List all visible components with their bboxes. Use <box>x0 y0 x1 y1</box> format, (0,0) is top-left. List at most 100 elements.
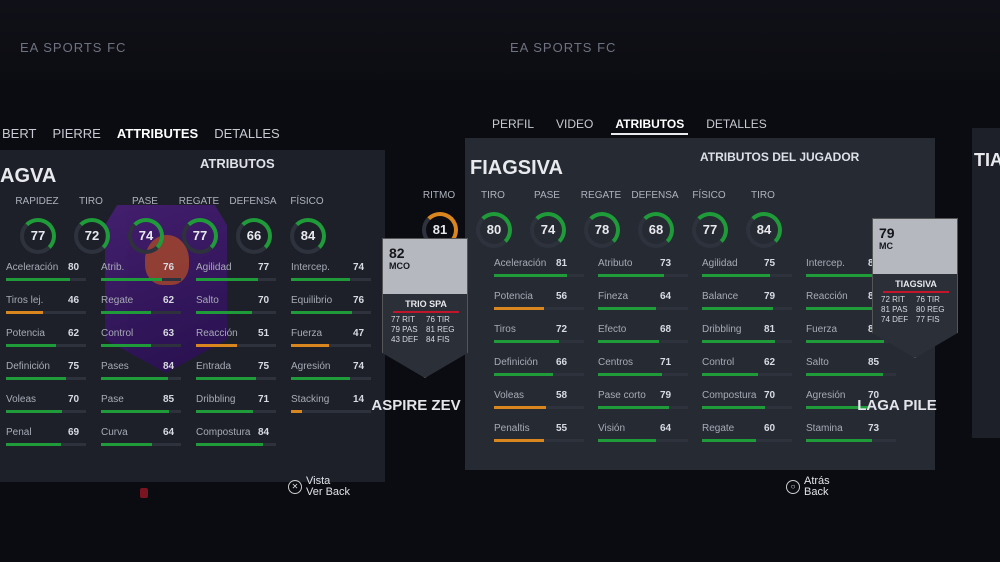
stat-value: 70 <box>68 394 80 405</box>
top-bar: EA SPORTS FC EA SPORTS FC <box>0 0 1000 80</box>
stat-bar <box>702 373 792 376</box>
stat-value: 64 <box>660 291 672 302</box>
stat-cell: Penaltis 55 <box>488 423 592 442</box>
card-title: ASPIRE ZEV <box>371 397 461 414</box>
stat-value: 74 <box>353 262 365 273</box>
stat-name: Definición <box>494 357 538 368</box>
hint-back[interactable]: ○ Atrás Back <box>786 476 830 498</box>
card-player-name: TRIO SPA <box>405 299 447 309</box>
tab-details[interactable]: DETALLES <box>214 126 280 141</box>
circle-button-icon: ○ <box>786 480 800 494</box>
stat-value: 73 <box>660 258 672 269</box>
stat-value: 79 <box>764 291 776 302</box>
stat-name: Regate <box>702 423 735 434</box>
tab-profile[interactable]: PERFIL <box>492 117 535 131</box>
card-mini-stat: 77 RIT <box>391 315 416 324</box>
stat-value: 77 <box>258 262 270 273</box>
stat-value: 68 <box>660 324 672 335</box>
stat-value: 55 <box>556 423 568 434</box>
gauge-ring <box>128 218 164 254</box>
stat-name: Penal <box>6 427 32 438</box>
player-name: AGVA <box>0 165 57 187</box>
stat-value: 72 <box>556 324 568 335</box>
gauge-label: REGATE <box>580 190 622 201</box>
stat-value: 63 <box>163 328 175 339</box>
stat-name: Salto <box>806 357 829 368</box>
hint-view[interactable]: ✕ Vista Ver Back <box>288 476 350 498</box>
stat-bar-fill <box>6 278 70 281</box>
stat-name: Regate <box>101 295 134 306</box>
stat-bar <box>6 377 86 380</box>
stat-value: 58 <box>556 390 568 401</box>
hint-sublabel: Back <box>804 486 829 498</box>
stat-bar-fill <box>806 406 869 409</box>
tab-video[interactable]: VIDEO <box>556 117 594 131</box>
stat-name: Voleas <box>6 394 37 405</box>
stat-bar <box>806 307 896 310</box>
stat-bar <box>494 307 584 310</box>
stat-bar-fill <box>291 311 352 314</box>
stat-name: Salto <box>196 295 219 306</box>
stat-bar-fill <box>806 439 872 442</box>
stat-value: 84 <box>258 427 270 438</box>
cross-button-icon: ✕ <box>288 480 302 494</box>
gauge-ring <box>638 212 674 248</box>
stat-bar-fill <box>494 373 554 376</box>
card-mini-stat: 76 TIR <box>426 315 450 324</box>
tab-bert[interactable]: BERT <box>2 126 37 141</box>
stat-bar-fill <box>6 344 56 347</box>
stat-bar-fill <box>6 377 66 380</box>
tab-attributes-center[interactable]: ATRIBUTOS <box>611 115 689 135</box>
tab-pierre[interactable]: PIERRE <box>52 126 101 141</box>
stat-bar-fill <box>702 307 774 310</box>
stat-name: Voleas <box>494 390 525 401</box>
stat-bar-fill <box>291 344 329 347</box>
stat-name: Potencia <box>494 291 533 302</box>
stat-bar <box>806 406 896 409</box>
stat-bar <box>494 439 584 442</box>
stat-name: Fuerza <box>291 328 323 339</box>
gauge-ring <box>584 212 620 248</box>
stat-name: Intercep. <box>291 262 330 273</box>
tab-details-center[interactable]: DETALLES <box>706 117 767 131</box>
stat-value: 85 <box>868 357 880 368</box>
stat-name: Balance <box>702 291 739 302</box>
card-mini-stat: 79 PAS <box>391 325 418 334</box>
stat-value: 75 <box>68 361 80 372</box>
card-mini-stat: 77 FIS <box>916 315 940 324</box>
stat-name: Reacción <box>806 291 848 302</box>
stat-row: Potencia56Fineza64Balance79Reacción81 <box>488 291 908 324</box>
stat-name: Penaltis <box>494 423 530 434</box>
stat-value: 51 <box>258 328 270 339</box>
brand-logo-right: EA SPORTS FC <box>510 40 617 55</box>
stat-bar <box>806 373 896 376</box>
stat-bar <box>291 377 371 380</box>
gauge-ring <box>530 212 566 248</box>
card-mini-stat: 84 FIS <box>426 335 450 344</box>
card-mini-stat: 80 REG <box>916 305 945 314</box>
center-player-name: FIAGSIVA <box>470 157 563 179</box>
card-rating: 79 <box>879 225 895 241</box>
stat-bar <box>494 406 584 409</box>
tab-attributes[interactable]: ATTRIBUTES <box>116 126 199 141</box>
gauge-value: 77 <box>30 228 46 243</box>
